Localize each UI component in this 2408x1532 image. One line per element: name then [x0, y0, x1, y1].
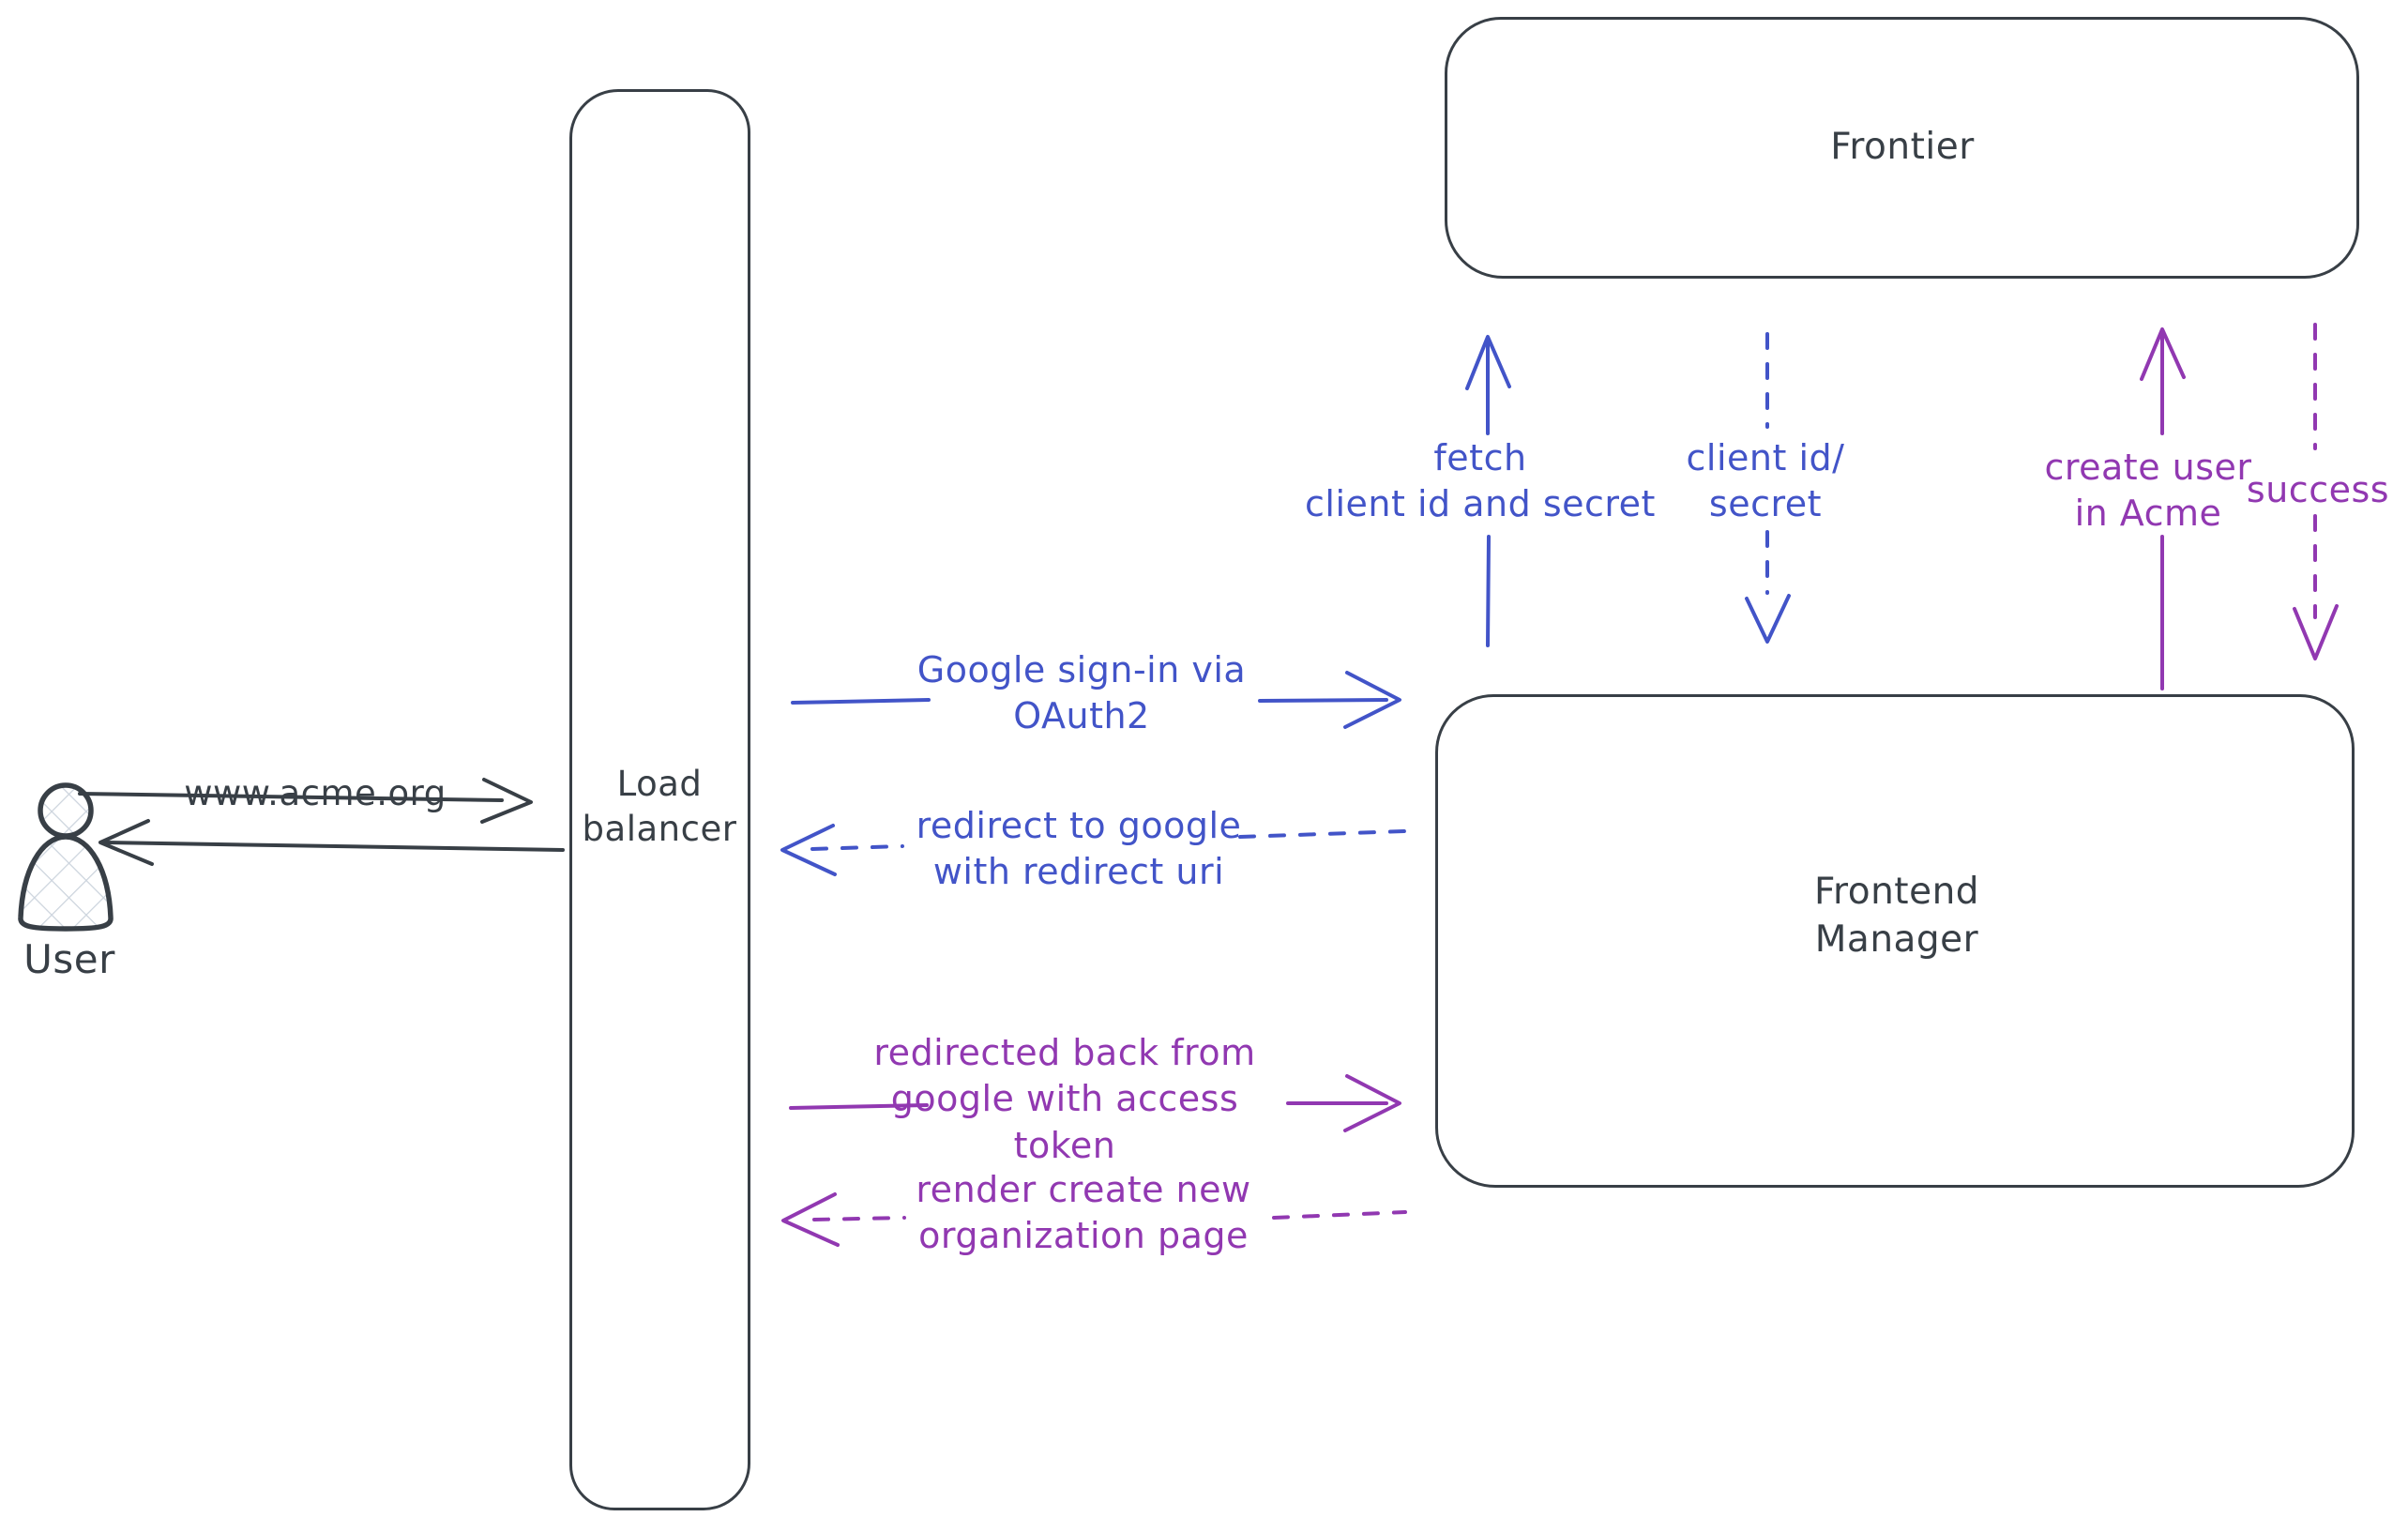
frontier-label: Frontier [1830, 126, 1975, 168]
load-balancer-label: Load balancer [582, 764, 737, 850]
node-frontier [1445, 17, 2359, 279]
frontend-manager-label: Frontend Manager [1813, 871, 1980, 961]
edge-google-signin-label: Google sign-in via OAuth2 [916, 649, 1247, 737]
edge-google-signin-arrow [791, 671, 1401, 729]
node-frontend-manager [1435, 694, 2355, 1188]
edge-redirect-google-label: redirect to google with redirect uri [916, 805, 1242, 893]
edge-render-page-label: render create new organization page [916, 1169, 1251, 1257]
edge-fetch-secret-label: fetch client id and secret [1305, 437, 1656, 525]
edge-success-label: success [2246, 469, 2390, 510]
edge-redirect-google-arrow [780, 824, 1407, 876]
edge-lb-response-arrow [98, 819, 565, 866]
node-load-balancer [569, 89, 750, 1510]
user-label: User [23, 936, 115, 982]
edge-fetch-secret-arrow [1465, 335, 1511, 647]
edge-redirected-back-label: redirected back from google with access … [873, 1032, 1256, 1166]
edge-redirected-back-arrow [789, 1074, 1401, 1132]
edge-create-user-label: create user in Acme [2044, 447, 2252, 535]
edge-success-arrow [2293, 323, 2339, 660]
edge-client-id-secret-arrow [1745, 332, 1791, 644]
edge-www-acme-arrow [78, 778, 533, 824]
edge-www-acme-label: www.acme.org [184, 773, 447, 813]
edge-client-id-secret-label: client id/ secret [1686, 437, 1845, 525]
edge-create-user-arrow [2140, 327, 2186, 690]
edge-render-page-arrow [781, 1192, 1407, 1247]
user-icon [18, 782, 114, 932]
